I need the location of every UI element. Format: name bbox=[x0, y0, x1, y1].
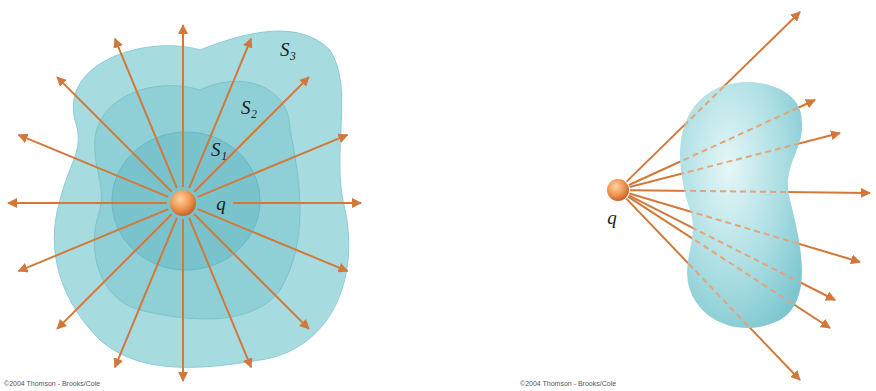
field-line bbox=[189, 218, 251, 368]
field-line bbox=[233, 202, 361, 204]
hidden-field-lines bbox=[626, 12, 870, 380]
field-line bbox=[19, 209, 169, 271]
field-line bbox=[630, 193, 860, 262]
field-line bbox=[626, 199, 800, 380]
charge-label: q bbox=[216, 193, 226, 215]
field-line bbox=[628, 197, 830, 328]
field-line bbox=[630, 133, 840, 187]
charge-label: q bbox=[607, 207, 617, 229]
surface-label: S₃ bbox=[280, 39, 296, 61]
copyright-note: ©2004 Thomson - Brooks/Cole bbox=[4, 380, 100, 387]
field-line bbox=[630, 190, 870, 193]
surface-s3 bbox=[54, 31, 348, 367]
field-lines bbox=[626, 12, 870, 380]
field-line bbox=[182, 25, 184, 187]
field-line bbox=[115, 39, 177, 189]
field-line bbox=[198, 135, 348, 197]
surface-s1 bbox=[112, 132, 260, 270]
closed-surface bbox=[680, 82, 802, 328]
point-charge bbox=[170, 190, 196, 216]
field-line bbox=[8, 202, 167, 204]
surface-label: S₁ bbox=[211, 139, 227, 161]
field-lines bbox=[8, 25, 361, 381]
field-line bbox=[627, 12, 800, 182]
field-line bbox=[182, 219, 184, 381]
surface-label: S₂ bbox=[241, 97, 257, 119]
copyright-note: ©2004 Thomson - Brooks/Cole bbox=[520, 380, 616, 387]
point-charge bbox=[607, 179, 629, 201]
field-line bbox=[629, 100, 815, 185]
field-line bbox=[629, 195, 835, 300]
